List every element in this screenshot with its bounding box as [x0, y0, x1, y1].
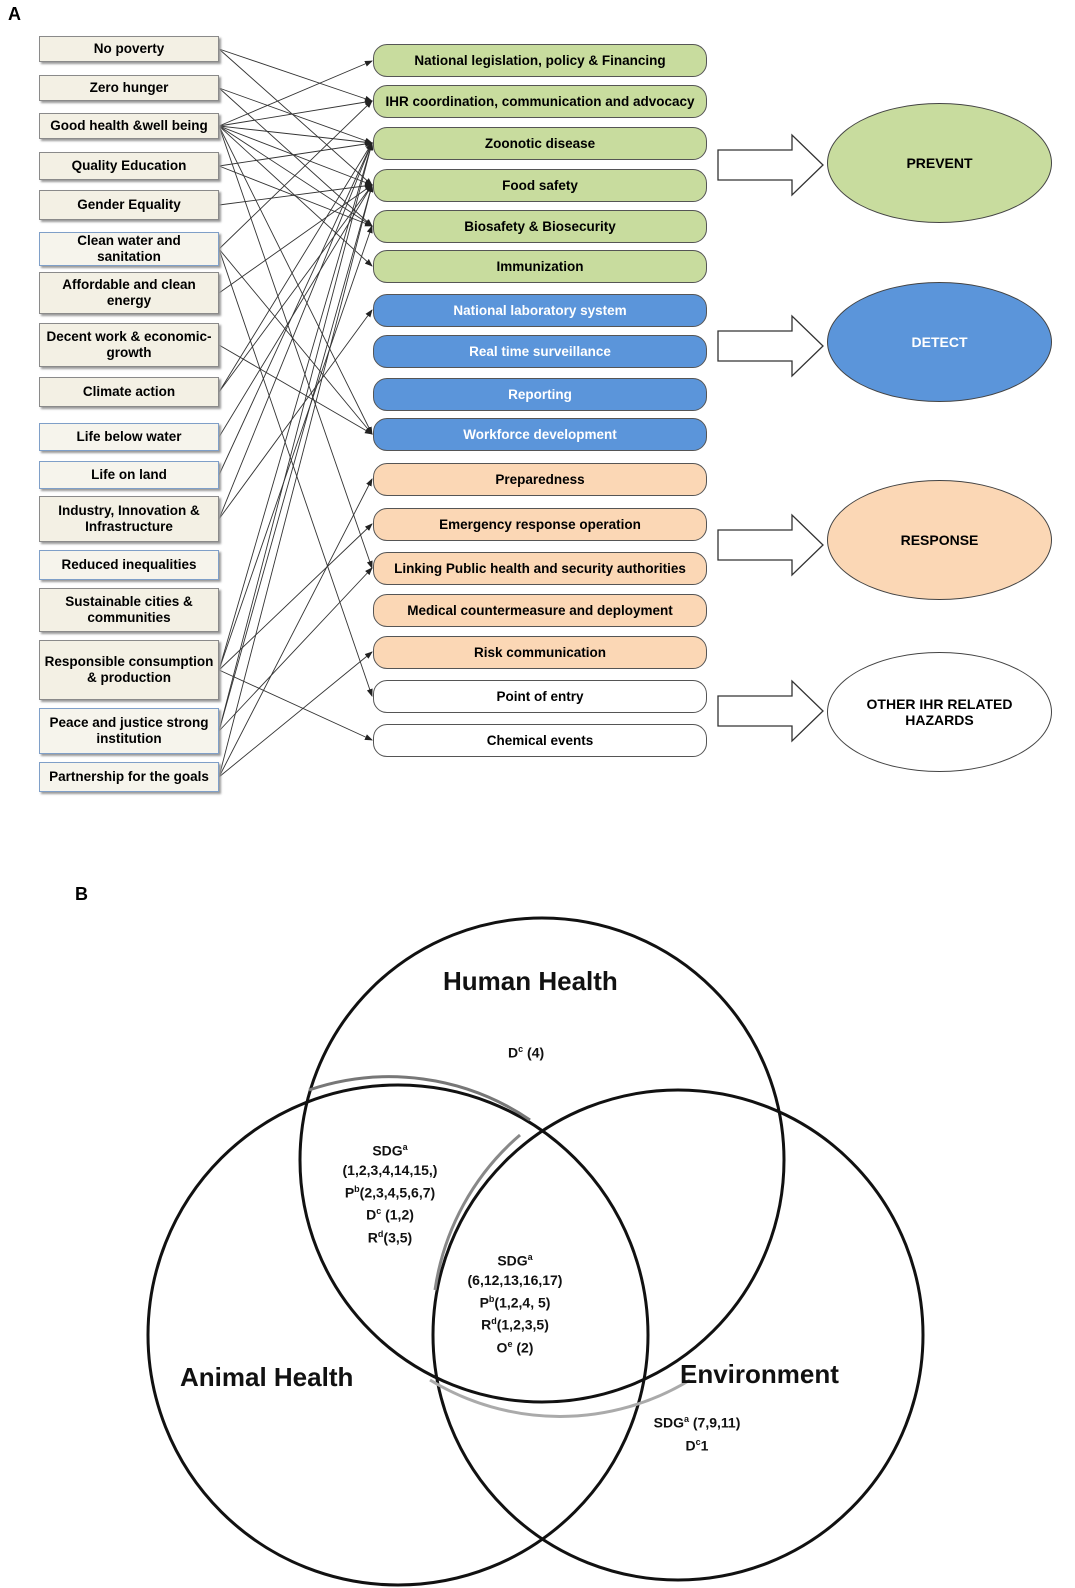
- capacity-point-of-entry: Point of entry: [373, 680, 707, 713]
- connector-line: [218, 99, 373, 127]
- capacity-national-legislation: National legislation, policy & Financing: [373, 44, 707, 77]
- outcome-response: RESPONSE: [827, 480, 1052, 600]
- outcome-detect: DETECT: [827, 282, 1052, 402]
- sdg-quality-education: Quality Education: [39, 152, 219, 180]
- capacity-laboratory-system: National laboratory system: [373, 294, 707, 327]
- capacity-ihr-coordination: IHR coordination, communication and advo…: [373, 85, 707, 118]
- capacity-immunization: Immunization: [373, 250, 707, 283]
- connector-line: [218, 48, 373, 186]
- connector-line: [218, 184, 373, 732]
- sdg-good-health: Good health &well being: [39, 113, 219, 139]
- connector-line: [218, 142, 373, 520]
- sdg-climate-action: Climate action: [39, 377, 219, 407]
- sdg-clean-water: Clean water and sanitation: [39, 232, 219, 266]
- connector-line: [218, 125, 373, 435]
- connector-line: [218, 142, 373, 393]
- capacity-preparedness: Preparedness: [373, 463, 707, 496]
- connector-line: [218, 125, 373, 569]
- connector-line: [218, 225, 373, 671]
- connector-line: [218, 141, 373, 167]
- connector-line: [218, 125, 373, 186]
- sdg-partnership: Partnership for the goals: [39, 762, 219, 792]
- arrow-response: [717, 513, 824, 577]
- label-environment: Environment: [680, 1359, 839, 1389]
- arrow-other: [717, 679, 824, 743]
- connector-line: [218, 669, 373, 741]
- connector-line: [218, 142, 373, 671]
- label-human-health: Human Health: [443, 966, 618, 996]
- panel-b-label: B: [75, 884, 88, 904]
- connector-line: [218, 184, 373, 393]
- sdg-life-below-water: Life below water: [39, 423, 219, 451]
- sdg-reduced-inequalities: Reduced inequalities: [39, 550, 219, 580]
- venn-all-three: SDGa (6,12,13,16,17) Pb(1,2,4, 5) Rd(1,2…: [467, 1252, 563, 1356]
- connector-line: [218, 87, 373, 227]
- connector-line: [218, 184, 373, 438]
- connector-line: [218, 567, 373, 732]
- capacity-workforce: Workforce development: [373, 418, 707, 451]
- capacity-reporting: Reporting: [373, 378, 707, 411]
- connector-line: [218, 184, 373, 294]
- arrow-prevent: [717, 133, 824, 197]
- connector-line: [218, 651, 373, 778]
- capacity-medical-countermeasure: Medical countermeasure and deployment: [373, 594, 707, 627]
- venn-human-animal: SDGa (1,2,3,4,14,15,) Pb(2,3,4,5,6,7) Dc…: [342, 1142, 438, 1246]
- capacity-risk-communication: Risk communication: [373, 636, 707, 669]
- connector-line: [218, 87, 373, 144]
- sdg-clean-energy: Affordable and clean energy: [39, 272, 219, 314]
- connector-line: [218, 125, 373, 146]
- connector-line: [218, 165, 373, 227]
- outcome-prevent: PREVENT: [827, 103, 1052, 223]
- capacity-emergency-response: Emergency response operation: [373, 508, 707, 541]
- venn-human-only: Dc (4): [508, 1044, 545, 1061]
- capacity-linking-authorities: Linking Public health and security autho…: [373, 552, 707, 585]
- connector-line: [218, 142, 374, 732]
- capacity-surveillance: Real time surveillance: [373, 335, 707, 368]
- capacity-zoonotic-disease: Zoonotic disease: [373, 127, 707, 160]
- venn-environment-only: SDGa (7,9,11) Dc1: [653, 1414, 741, 1454]
- connector-line: [218, 478, 373, 778]
- connector-line: [218, 48, 373, 102]
- connector-line: [218, 248, 373, 435]
- connector-line: [218, 182, 373, 206]
- outcome-other-hazards: OTHER IHR RELATED HAZARDS: [827, 652, 1052, 772]
- arrow-detect: [717, 314, 824, 378]
- label-animal-health: Animal Health: [180, 1362, 354, 1392]
- connector-line: [218, 248, 373, 697]
- connector-line: [218, 184, 374, 778]
- sdg-responsible-consumption: Responsible consumption & production: [39, 640, 219, 700]
- panel-a-label: A: [8, 4, 21, 24]
- sdg-peace-justice: Peace and justice strong institution: [39, 708, 219, 754]
- connector-line: [218, 344, 373, 435]
- connector-line: [218, 142, 373, 476]
- capacity-biosafety: Biosafety & Biosecurity: [373, 210, 707, 243]
- connector-line: [218, 60, 373, 127]
- sdg-industry: Industry, Innovation & Infrastructure: [39, 496, 219, 542]
- connector-line: [218, 125, 373, 227]
- sdg-no-poverty: No poverty: [39, 36, 219, 62]
- sdg-decent-work: Decent work & economic-growth: [39, 323, 219, 367]
- sdg-zero-hunger: Zero hunger: [39, 75, 219, 101]
- sdg-life-on-land: Life on land: [39, 461, 219, 489]
- sdg-gender-equality: Gender Equality: [39, 190, 219, 220]
- capacity-food-safety: Food safety: [373, 169, 707, 202]
- connector-lines: [218, 48, 824, 778]
- connector-line: [218, 100, 373, 250]
- capacity-chemical-events: Chemical events: [373, 724, 707, 757]
- sdg-sustainable-cities: Sustainable cities & communities: [39, 588, 219, 632]
- connector-line: [218, 523, 373, 671]
- connector-line: [218, 309, 373, 520]
